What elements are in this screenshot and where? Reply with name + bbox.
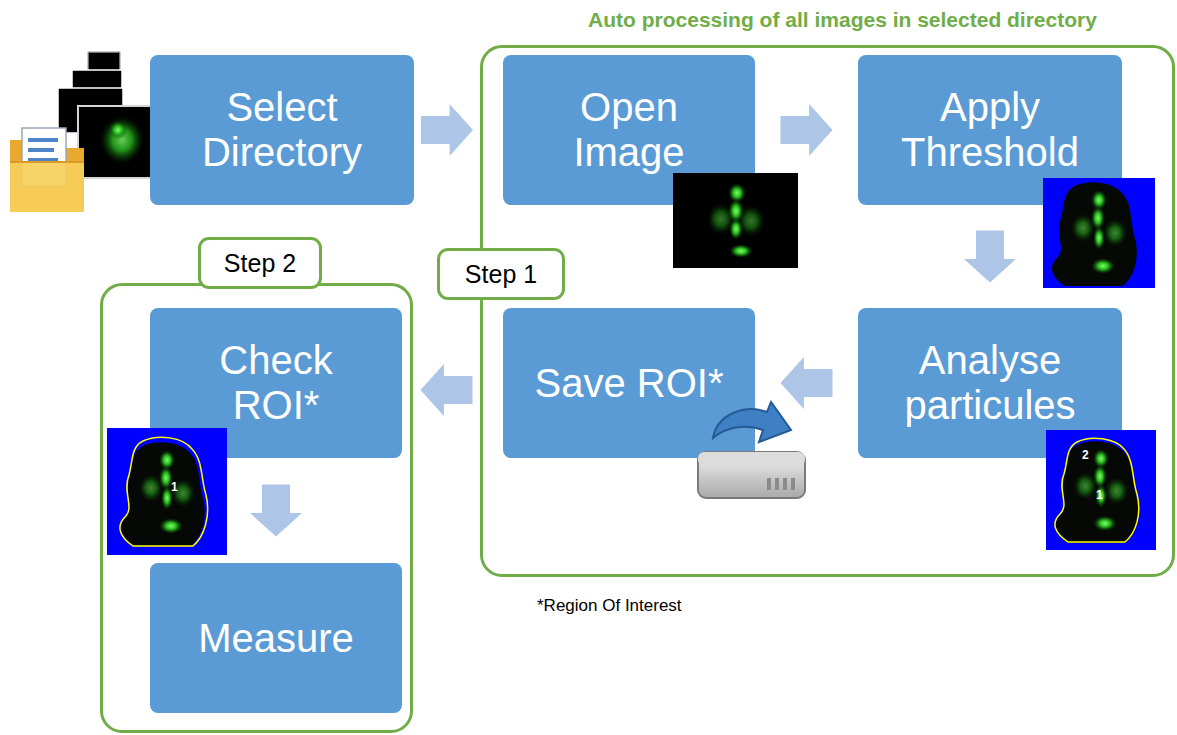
block-arrow: [421, 364, 473, 416]
block-arrow: [250, 485, 302, 537]
box-label: Measure: [198, 616, 354, 661]
process-box: Measure: [150, 563, 402, 713]
particles-thumbnail: 21: [1046, 430, 1156, 550]
particle-number: 2: [1082, 448, 1089, 462]
step-tag-text: Step 2: [224, 249, 296, 278]
block-arrow: [421, 104, 473, 156]
raw-image: [673, 173, 798, 268]
step-tag-text: Step 1: [465, 260, 537, 289]
roi-thumbnail: 1: [107, 428, 227, 555]
group-frame: Step 2Check ROI* 1Measure: [100, 283, 413, 733]
process-box: Open Image: [503, 55, 755, 205]
box-label: Select Directory: [162, 85, 402, 175]
box-label: Apply Threshold: [870, 85, 1110, 175]
step-tag: Step 2: [198, 237, 322, 289]
threshold-image: [1043, 178, 1155, 288]
box-label: Open Image: [539, 85, 719, 175]
roi-image: [107, 428, 227, 555]
process-box: Analyse particules 21: [858, 308, 1122, 458]
process-box: Check ROI* 1: [150, 308, 402, 458]
threshold-thumbnail: [1043, 178, 1155, 288]
box-label: Save ROI*: [535, 361, 724, 406]
block-arrow: [781, 104, 833, 156]
microscopy-thumbnail: [673, 173, 798, 268]
process-box: Apply Threshold: [858, 55, 1122, 205]
footnote: *Region Of Interest: [537, 596, 682, 616]
particle-number: 1: [1096, 488, 1103, 502]
block-arrow: [781, 357, 833, 409]
disk-drawing: [695, 400, 808, 500]
group-title-text: Auto processing of all images in selecte…: [588, 8, 1097, 31]
box-label: Check ROI*: [191, 338, 361, 428]
group-title: Auto processing of all images in selecte…: [498, 8, 1177, 38]
group-frame: Auto processing of all images in selecte…: [480, 45, 1175, 577]
save-disk-icon: [695, 400, 808, 500]
process-box: Select Directory: [150, 55, 414, 205]
step-tag: Step 1: [437, 248, 565, 300]
process-box: Save ROI*: [503, 308, 755, 458]
box-label: Analyse particules: [870, 338, 1110, 428]
particle-number: 1: [171, 480, 178, 494]
block-arrow: [964, 231, 1016, 283]
